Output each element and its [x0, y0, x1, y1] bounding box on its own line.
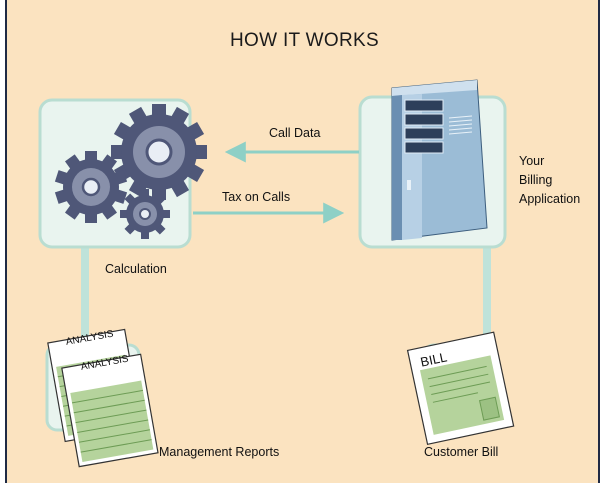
billing-application-label: Your Billing Application: [519, 152, 580, 209]
analysis-document-front: [61, 353, 159, 468]
billing-label-line-1: Your: [519, 154, 545, 168]
diagram-canvas: [38, 79, 515, 468]
billing-label-line-2: Billing: [519, 173, 553, 187]
calculation-label: Calculation: [105, 262, 167, 276]
management-reports-label: Management Reports: [159, 445, 280, 459]
diagram-title: HOW IT WORKS: [230, 30, 379, 51]
customer-bill-label: Customer Bill: [424, 445, 499, 459]
gears-icon: [54, 104, 207, 239]
diagram-frame: HOW IT WORKS: [5, 0, 600, 483]
tax-on-calls-label: Tax on Calls: [222, 190, 291, 204]
server-icon: [391, 79, 488, 241]
billing-label-line-3: Application: [519, 192, 581, 206]
bill-document: [406, 331, 515, 446]
call-data-label: Call Data: [269, 126, 321, 140]
